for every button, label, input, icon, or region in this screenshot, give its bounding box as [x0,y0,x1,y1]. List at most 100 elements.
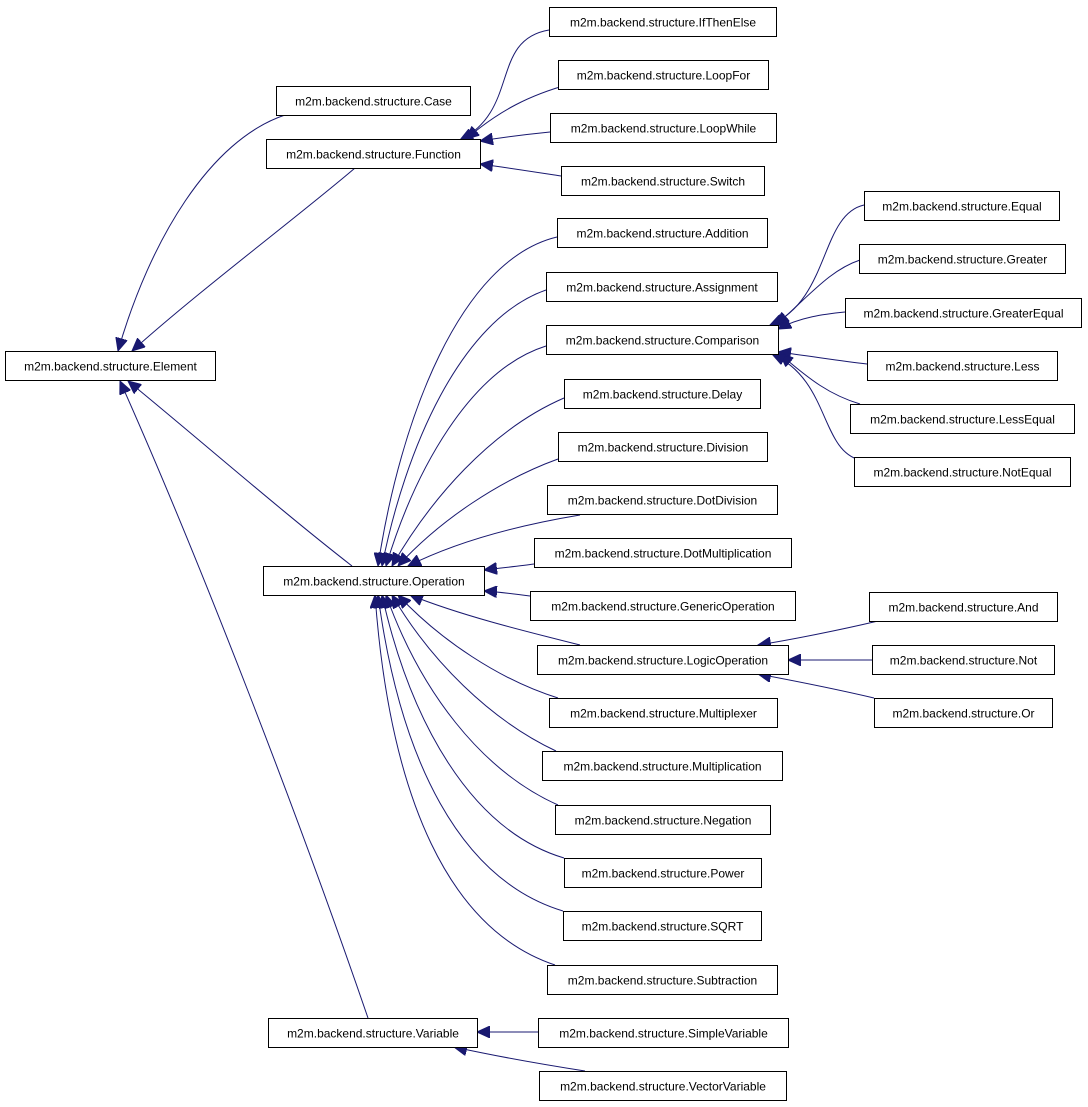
edge-operation-to-element [128,381,353,567]
class-node-box [547,485,778,515]
class-node-case[interactable]: m2m.backend.structure.Case [276,86,471,116]
class-node-comparison[interactable]: m2m.backend.structure.Comparison [546,325,779,355]
class-node-label: m2m.backend.structure.Case [295,95,452,109]
edge-less-equal-to-comparison [780,354,861,405]
edge-multiplexer-to-operation [398,595,559,699]
class-node-label: m2m.backend.structure.IfThenElse [570,16,756,30]
class-node-box [845,298,1082,328]
class-node-division[interactable]: m2m.backend.structure.Division [558,432,768,462]
edge-delay-to-operation [392,397,565,566]
class-node-subtraction[interactable]: m2m.backend.structure.Subtraction [547,965,778,995]
class-node-equal[interactable]: m2m.backend.structure.Equal [864,191,1060,221]
class-node-negation[interactable]: m2m.backend.structure.Negation [555,805,771,835]
edge-switch-to-function [480,164,562,177]
class-node-box [547,965,778,995]
class-node-label: m2m.backend.structure.SimpleVariable [559,1027,768,1041]
edge-not-equal-to-comparison [772,354,861,461]
class-node-label: m2m.backend.structure.Or [892,707,1034,721]
class-node-box [864,191,1060,221]
class-node-label: m2m.backend.structure.Greater [878,253,1047,267]
edge-multiplication-to-operation [392,595,557,752]
class-node-box [557,218,768,248]
class-node-delay[interactable]: m2m.backend.structure.Delay [564,379,761,409]
class-node-not[interactable]: m2m.backend.structure.Not [872,645,1055,675]
class-node-and[interactable]: m2m.backend.structure.And [869,592,1058,622]
edge-and-to-logic-operation [758,620,879,645]
class-node-label: m2m.backend.structure.Multiplication [563,760,761,774]
class-node-box [555,805,771,835]
class-node-label: m2m.backend.structure.Comparison [566,334,759,348]
class-node-operation[interactable]: m2m.backend.structure.Operation [263,566,485,596]
class-node-box [263,566,485,596]
class-node-box [550,113,777,143]
class-node-label: m2m.backend.structure.Delay [583,388,742,402]
class-node-power[interactable]: m2m.backend.structure.Power [564,858,762,888]
class-node-label: m2m.backend.structure.Variable [287,1027,459,1041]
class-nodes: m2m.backend.structure.Element m2m.backend… [5,7,1082,1101]
class-node-box [549,698,778,728]
class-node-box [563,911,762,941]
class-node-label: m2m.backend.structure.GreaterEqual [863,307,1063,321]
edge-power-to-operation [382,595,565,859]
class-node-box [537,645,789,675]
class-node-dot-multiplication[interactable]: m2m.backend.structure.DotMultiplication [534,538,792,568]
class-node-box [530,591,796,621]
edge-division-to-operation [398,458,559,566]
class-node-addition[interactable]: m2m.backend.structure.Addition [557,218,768,248]
class-node-element[interactable]: m2m.backend.structure.Element [5,351,216,381]
edge-greater-to-comparison [776,259,861,325]
class-node-generic-operation[interactable]: m2m.backend.structure.GenericOperation [530,591,796,621]
class-node-box [867,351,1058,381]
class-node-box [268,1018,478,1048]
class-node-assignment[interactable]: m2m.backend.structure.Assignment [546,272,778,302]
class-node-label: m2m.backend.structure.Operation [283,575,464,589]
class-node-greater-equal[interactable]: m2m.backend.structure.GreaterEqual [845,298,1082,328]
class-node-box [869,592,1058,622]
class-node-if-then-else[interactable]: m2m.backend.structure.IfThenElse [549,7,777,37]
class-node-switch[interactable]: m2m.backend.structure.Switch [561,166,765,196]
class-node-simple-variable[interactable]: m2m.backend.structure.SimpleVariable [538,1018,789,1048]
class-node-multiplication[interactable]: m2m.backend.structure.Multiplication [542,751,783,781]
edge-variable-to-element [120,381,369,1019]
class-node-label: m2m.backend.structure.DotMultiplication [555,547,772,561]
class-node-box [266,139,481,169]
class-node-box [874,698,1053,728]
class-node-loop-for[interactable]: m2m.backend.structure.LoopFor [558,60,769,90]
class-node-label: m2m.backend.structure.Function [286,148,461,162]
class-node-logic-operation[interactable]: m2m.backend.structure.LogicOperation [537,645,789,675]
class-node-box [564,858,762,888]
class-node-label: m2m.backend.structure.LogicOperation [558,654,768,668]
edge-addition-to-operation [378,236,558,566]
class-node-box [539,1071,787,1101]
class-node-less-equal[interactable]: m2m.backend.structure.LessEqual [850,404,1075,434]
class-node-greater[interactable]: m2m.backend.structure.Greater [859,244,1066,274]
edge-vector-variable-to-variable [454,1047,586,1072]
class-node-box [546,272,778,302]
class-node-not-equal[interactable]: m2m.backend.structure.NotEqual [854,457,1071,487]
class-node-label: m2m.backend.structure.Element [24,360,197,374]
class-node-vector-variable[interactable]: m2m.backend.structure.VectorVariable [539,1071,787,1101]
edge-logic-operation-to-operation [410,595,581,646]
edge-less-to-comparison [778,352,868,365]
edge-dot-multiplication-to-operation [484,564,535,570]
class-node-label: m2m.backend.structure.GenericOperation [551,600,774,614]
inheritance-edges [118,29,879,1072]
class-node-label: m2m.backend.structure.NotEqual [873,466,1051,480]
edge-case-to-element [118,114,286,351]
class-node-less[interactable]: m2m.backend.structure.Less [867,351,1058,381]
class-node-function[interactable]: m2m.backend.structure.Function [266,139,481,169]
class-node-box [542,751,783,781]
class-node-variable[interactable]: m2m.backend.structure.Variable [268,1018,478,1048]
class-node-label: m2m.backend.structure.LoopWhile [571,122,757,136]
edge-dot-division-to-operation [408,514,581,566]
class-node-box [549,7,777,37]
class-node-loop-while[interactable]: m2m.backend.structure.LoopWhile [550,113,777,143]
class-node-multiplexer[interactable]: m2m.backend.structure.Multiplexer [549,698,778,728]
class-node-box [850,404,1075,434]
class-node-dot-division[interactable]: m2m.backend.structure.DotDivision [547,485,778,515]
class-node-sqrt[interactable]: m2m.backend.structure.SQRT [563,911,762,941]
edge-assignment-to-operation [382,289,547,566]
class-node-box [5,351,216,381]
class-node-label: m2m.backend.structure.And [888,601,1038,615]
class-node-or[interactable]: m2m.backend.structure.Or [874,698,1053,728]
